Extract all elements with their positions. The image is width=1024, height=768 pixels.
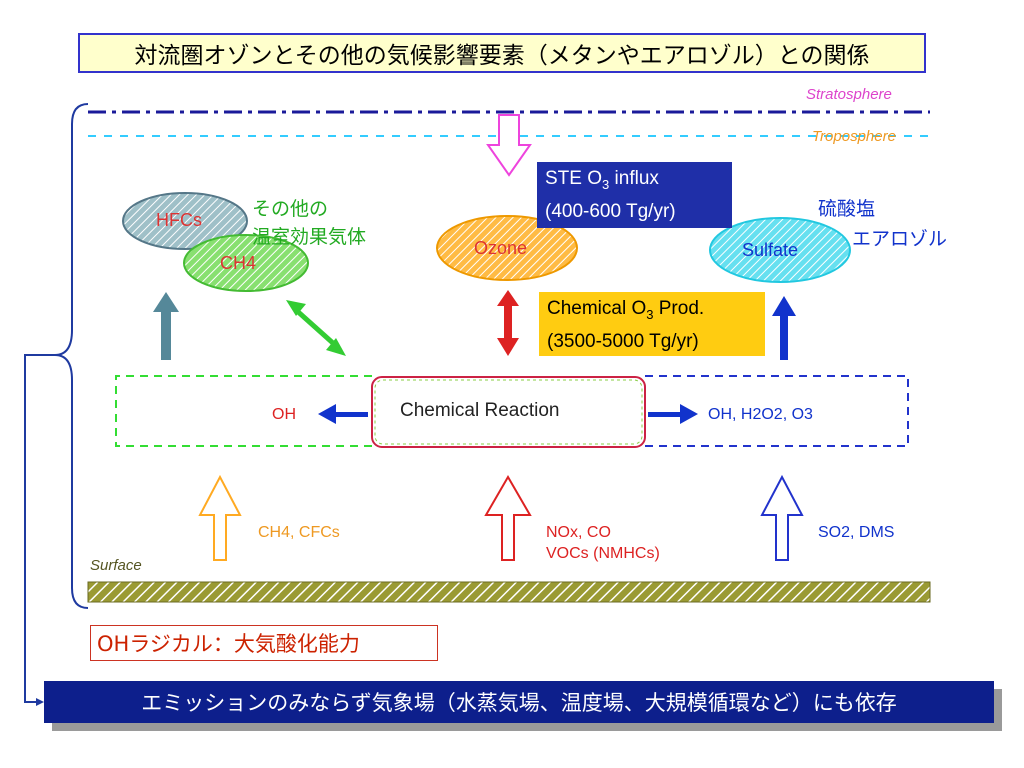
oh-left-arrow <box>318 404 368 424</box>
connector-arrowhead <box>36 698 44 706</box>
chemical-production-box: Chemical O3 Prod. (3500-5000 Tg/yr) <box>539 292 765 356</box>
hfcs-label: HFCs <box>156 210 202 230</box>
ch4-ellipse <box>183 234 309 292</box>
ste-line1: STE O3 influx <box>545 168 659 192</box>
oh-product-label: OH <box>272 406 296 423</box>
meteorology-dependency-box: エミッションのみならず気象場（水蒸気場、温度場、大規模循環など）にも依存 <box>44 681 994 723</box>
other-ghg-label-line1: その他の <box>252 198 329 220</box>
chemical-reaction-box <box>371 376 646 448</box>
chemical-reaction-label: Chemical Reaction <box>400 400 560 421</box>
vocs-emission-label: VOCs (NMHCs) <box>546 545 660 562</box>
ozone-production-double-arrow <box>497 290 519 356</box>
sulfate-ellipse <box>709 217 851 283</box>
ste-line2: (400-600 Tg/yr) <box>545 200 676 222</box>
ste-arrow <box>486 114 532 177</box>
ozone-label: Ozone <box>474 238 528 258</box>
sulfate-label: Sulfate <box>742 240 799 260</box>
ch4-emission-arrow <box>198 474 242 561</box>
hfcs-ellipse <box>122 192 248 250</box>
stratosphere-label: Stratosphere <box>806 86 892 103</box>
ch4-reaction-double-arrow <box>286 300 346 356</box>
sulfate-jp-label-line2: エアロゾル <box>852 228 948 250</box>
connector-line <box>24 354 55 703</box>
sulfate-up-arrow <box>772 296 796 360</box>
ch4-label: CH4 <box>220 253 257 273</box>
surface-ground <box>87 581 931 603</box>
left-brace <box>54 103 89 609</box>
reaction-zone-left <box>115 375 372 447</box>
sulfate-jp-label-line1: 硫酸塩 <box>818 198 876 220</box>
chem-line1: Chemical O3 Prod. <box>547 298 705 322</box>
troposphere-label: Troposphere <box>812 128 896 145</box>
other-ghg-label-line2: 温室効果気体 <box>252 226 367 248</box>
ste-influx-box: STE O3 influx (400-600 Tg/yr) <box>537 162 732 228</box>
so2-emission-arrow <box>760 474 804 561</box>
page-title: 対流圏オゾンとその他の気候影響要素（メタンやエアロゾル）との関係 <box>78 33 926 73</box>
chem-line2: (3500-5000 Tg/yr) <box>547 330 699 352</box>
oh-radical-box: OHラジカル：大気酸化能力 <box>90 625 438 661</box>
nox-co-emission-label: NOx, CO <box>546 524 611 541</box>
nox-emission-arrow <box>484 475 532 561</box>
right-products-label: OH, H2O2, O3 <box>708 406 813 423</box>
hfcs-up-arrow <box>153 292 179 360</box>
products-right-arrow <box>648 404 698 424</box>
ch4-cfcs-emission-label: CH4, CFCs <box>258 524 340 541</box>
surface-label: Surface <box>90 557 142 574</box>
reaction-zone-right <box>645 375 909 447</box>
so2-dms-emission-label: SO2, DMS <box>818 524 895 541</box>
ozone-ellipse <box>436 215 578 281</box>
